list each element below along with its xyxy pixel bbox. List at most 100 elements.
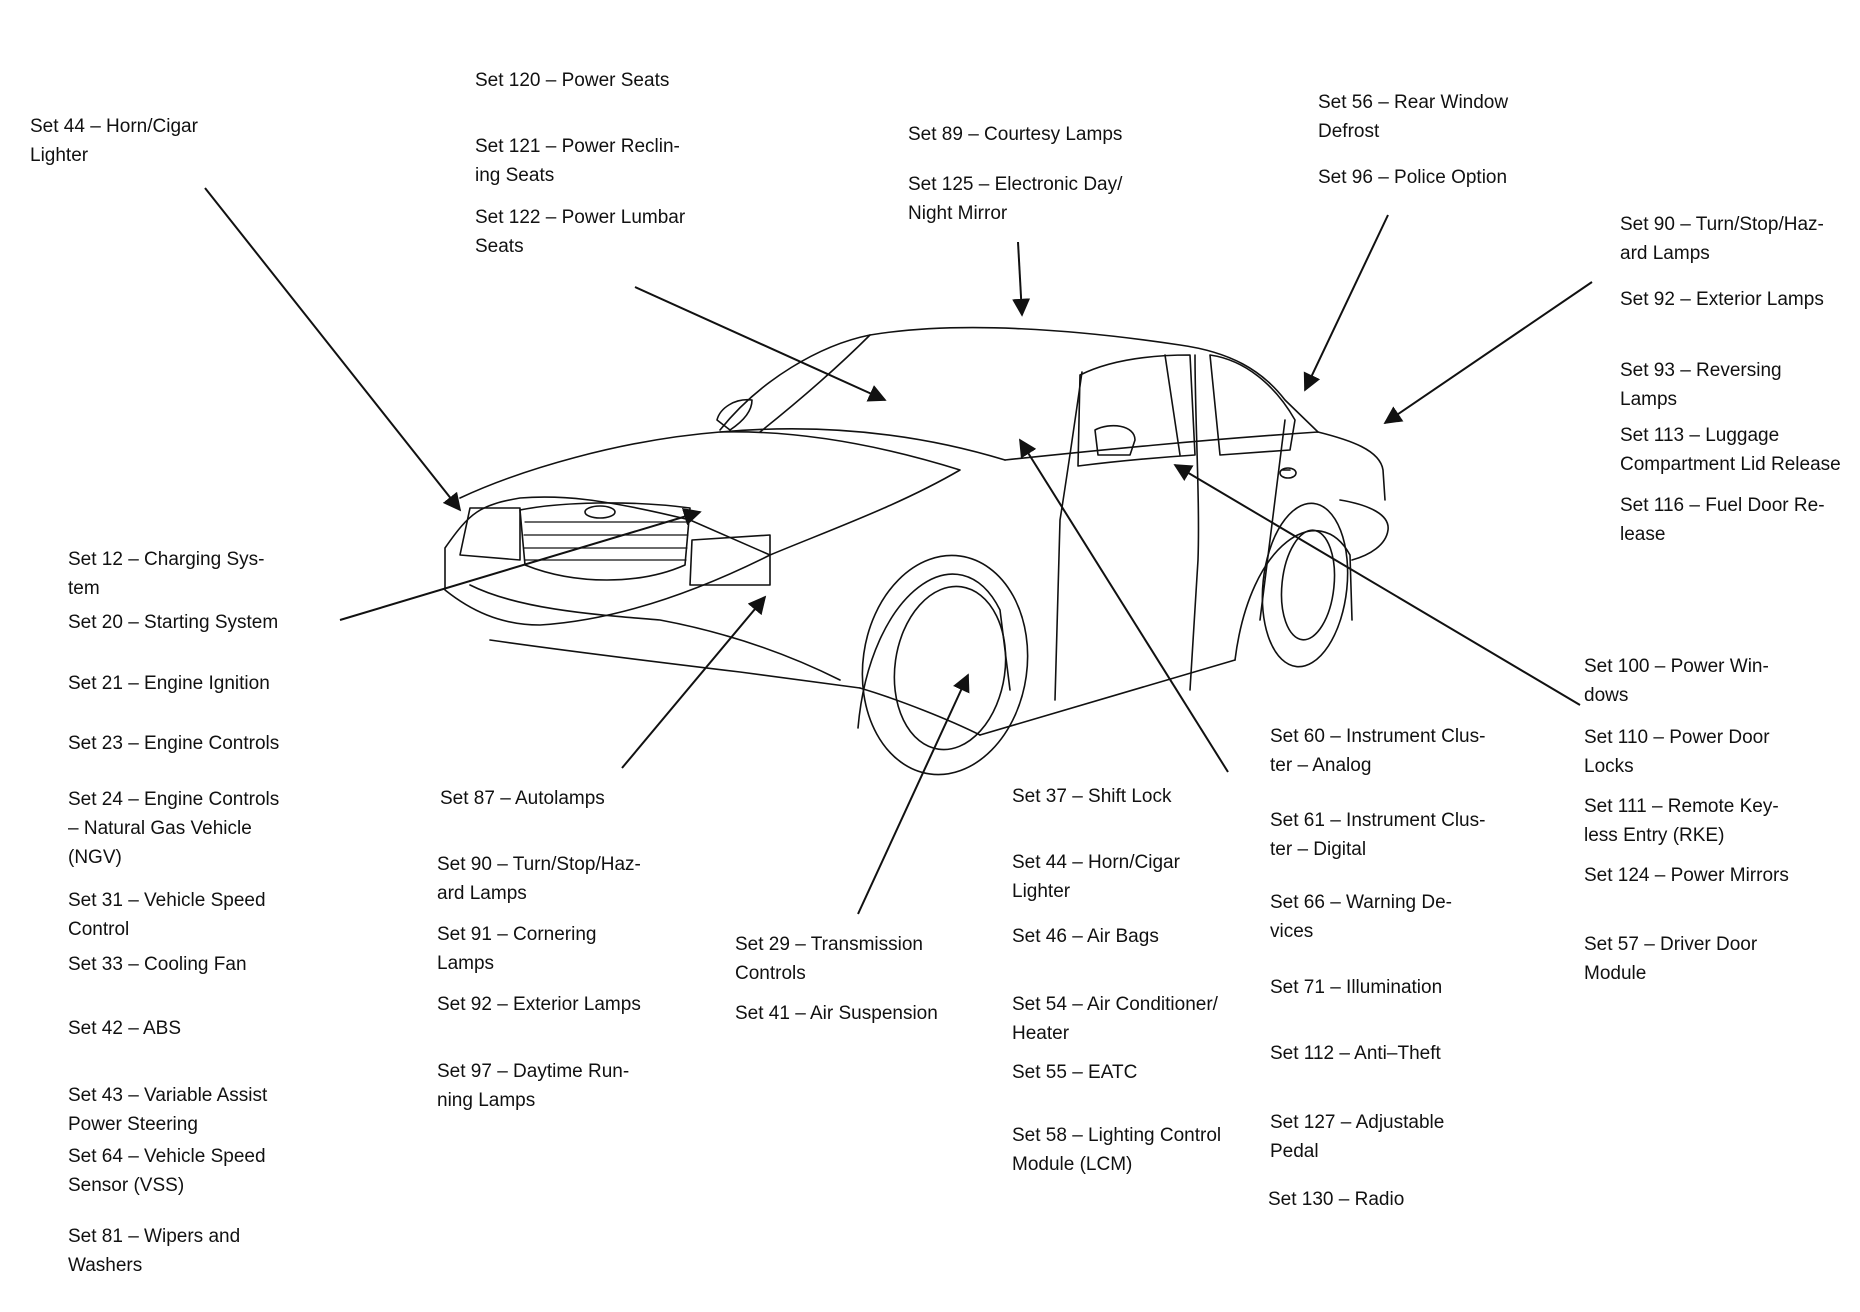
- label-line: Set 41 – Air Suspension: [735, 1003, 938, 1024]
- roof-line: [719, 326, 1319, 433]
- label-line: Set 64 – Vehicle Speed: [68, 1146, 266, 1167]
- label-line: Set 121 – Power Reclin-: [475, 136, 680, 157]
- label-line: lease: [1620, 524, 1666, 545]
- label-line: dows: [1584, 685, 1629, 706]
- label-line: Set 44 – Horn/Cigar: [30, 116, 198, 137]
- label-line: Set 89 – Courtesy Lamps: [908, 124, 1123, 145]
- door-mirror: [1094, 424, 1136, 456]
- car-outline: [444, 326, 1389, 776]
- headlamp-left: [459, 507, 521, 561]
- label-line: Set 29 – Transmission: [735, 934, 923, 955]
- label-line: Lamps: [1620, 389, 1678, 410]
- door-rear-outline: [1259, 419, 1286, 621]
- label-cornering: Set 91 – Cornering Lamps: [437, 920, 597, 978]
- label-line: Set 90 – Turn/Stop/Haz-: [1620, 214, 1824, 235]
- rocker-line: [979, 659, 1236, 736]
- label-cluster-analog: Set 60 – Instrument Clus- ter – Analog: [1270, 722, 1485, 780]
- headlamp-right: [689, 534, 771, 586]
- label-horn-top: Set 44 – Horn/Cigar Lighter: [30, 112, 198, 170]
- label-cooling-fan: Set 33 – Cooling Fan: [68, 950, 247, 979]
- label-drl: Set 97 – Daytime Run- ning Lamps: [437, 1057, 629, 1115]
- label-power-mirrors: Set 124 – Power Mirrors: [1584, 861, 1789, 890]
- label-line: Set 127 – Adjustable: [1270, 1112, 1445, 1133]
- label-line: Pedal: [1270, 1141, 1319, 1162]
- rear-bumper: [1339, 499, 1389, 561]
- grille-bars: [523, 521, 689, 561]
- label-cluster-digital: Set 61 – Instrument Clus- ter – Digital: [1270, 806, 1485, 864]
- label-line: less Entry (RKE): [1584, 825, 1725, 846]
- label-abs: Set 42 – ABS: [68, 1014, 181, 1043]
- label-air-bags: Set 46 – Air Bags: [1012, 922, 1159, 951]
- label-horn-bottom: Set 44 – Horn/Cigar Lighter: [1012, 848, 1180, 906]
- arrow-horn: [204, 187, 462, 512]
- fuel-door: [1279, 467, 1297, 479]
- window-pillar: [1164, 354, 1181, 456]
- side-mirror: [716, 398, 753, 431]
- label-line: tem: [68, 578, 100, 599]
- label-line: Lighter: [30, 145, 89, 166]
- arrow-seats: [634, 286, 887, 402]
- label-line: Washers: [68, 1255, 143, 1276]
- label-line: Defrost: [1318, 121, 1380, 142]
- label-ignition: Set 21 – Engine Ignition: [68, 669, 270, 698]
- label-line: Set 81 – Wipers and: [68, 1226, 241, 1247]
- label-line: vices: [1270, 921, 1314, 942]
- label-line: Set 46 – Air Bags: [1012, 926, 1159, 947]
- label-line: Set 87 – Autolamps: [440, 788, 605, 809]
- label-power-steering: Set 43 – Variable Assist Power Steering: [68, 1081, 267, 1139]
- arrow-rear-window: [1303, 214, 1389, 392]
- label-line: Set 96 – Police Option: [1318, 167, 1508, 188]
- label-line: Set 12 – Charging Sys-: [68, 549, 265, 570]
- label-line: Controls: [735, 963, 806, 984]
- label-line: Seats: [475, 236, 524, 257]
- label-line: Set 20 – Starting System: [68, 612, 279, 633]
- label-lcm: Set 58 – Lighting Control Module (LCM): [1012, 1121, 1221, 1179]
- label-reversing-lamps: Set 93 – Reversing Lamps: [1620, 356, 1782, 414]
- label-line: Lighter: [1012, 881, 1071, 902]
- label-wipers: Set 81 – Wipers and Washers: [68, 1222, 240, 1280]
- label-line: ter – Digital: [1270, 839, 1367, 860]
- label-line: Locks: [1584, 756, 1634, 777]
- arrow-engine: [339, 508, 702, 621]
- label-exterior-lamps-right: Set 92 – Exterior Lamps: [1620, 285, 1824, 314]
- window-front: [1077, 354, 1196, 467]
- label-line: Set 33 – Cooling Fan: [68, 954, 247, 975]
- label-engine-ngv: Set 24 – Engine Controls – Natural Gas V…: [68, 785, 279, 872]
- label-line: Lamps: [437, 953, 495, 974]
- label-ac-heater: Set 54 – Air Conditioner/ Heater: [1012, 990, 1218, 1048]
- label-illumination: Set 71 – Illumination: [1270, 973, 1442, 1002]
- label-line: Set 66 – Warning De-: [1270, 892, 1452, 913]
- label-line: Set 130 – Radio: [1268, 1189, 1405, 1210]
- label-shift-lock: Set 37 – Shift Lock: [1012, 782, 1172, 811]
- callout-arrows: [204, 187, 1593, 915]
- label-line: Module (LCM): [1012, 1154, 1133, 1175]
- label-line: (NGV): [68, 847, 122, 868]
- label-line: Set 92 – Exterior Lamps: [1620, 289, 1824, 310]
- arrow-mirror: [1012, 241, 1031, 317]
- label-driver-door-module: Set 57 – Driver Door Module: [1584, 930, 1757, 988]
- label-power-lumbar: Set 122 – Power Lumbar Seats: [475, 203, 685, 261]
- label-line: Set 93 – Reversing: [1620, 360, 1782, 381]
- label-line: Sensor (VSS): [68, 1175, 185, 1196]
- label-line: Set 37 – Shift Lock: [1012, 786, 1172, 807]
- body-side-lower: [859, 687, 981, 736]
- label-line: Set 71 – Illumination: [1270, 977, 1443, 998]
- label-line: – Natural Gas Vehicle: [68, 818, 252, 839]
- label-line: Set 43 – Variable Assist: [68, 1085, 268, 1106]
- label-line: Set 58 – Lighting Control: [1012, 1125, 1222, 1146]
- label-power-reclining: Set 121 – Power Reclin- ing Seats: [475, 132, 680, 190]
- label-power-windows: Set 100 – Power Win- dows: [1584, 652, 1769, 710]
- label-transmission: Set 29 – Transmission Controls: [735, 930, 923, 988]
- label-line: Set 91 – Cornering: [437, 924, 597, 945]
- label-power-door-locks: Set 110 – Power Door Locks: [1584, 723, 1770, 781]
- label-line: Set 125 – Electronic Day/: [908, 174, 1123, 195]
- label-line: Set 116 – Fuel Door Re-: [1620, 495, 1825, 516]
- grille: [519, 502, 691, 581]
- label-line: Set 56 – Rear Window: [1318, 92, 1509, 113]
- label-line: Set 21 – Engine Ignition: [68, 673, 270, 694]
- label-line: Set 54 – Air Conditioner/: [1012, 994, 1218, 1015]
- arrow-door: [1173, 464, 1581, 706]
- label-anti-theft: Set 112 – Anti–Theft: [1270, 1039, 1441, 1068]
- label-line: Set 42 – ABS: [68, 1018, 182, 1039]
